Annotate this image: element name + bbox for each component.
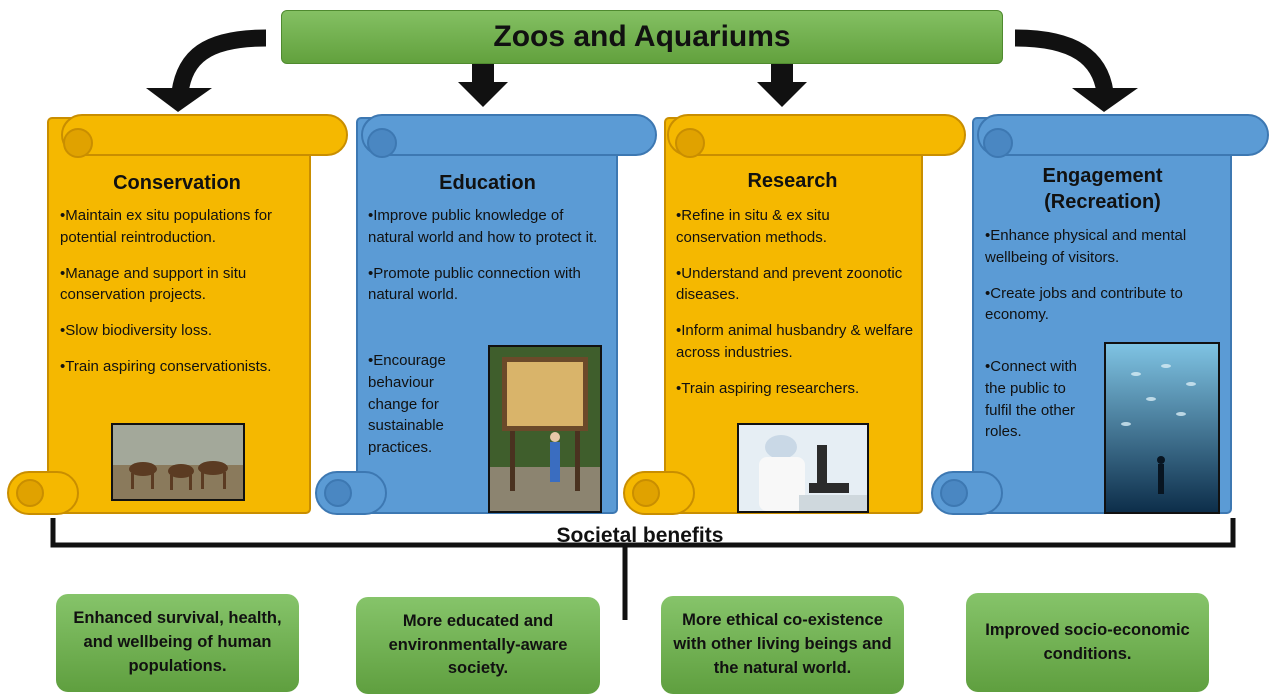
bullet: Slow biodiversity loss. bbox=[60, 320, 310, 342]
arrowhead-education bbox=[458, 82, 508, 107]
card-title-engagement: Engagement (Recreation) bbox=[990, 163, 1215, 215]
wild-horses-photo bbox=[111, 423, 245, 501]
curved-arrow-right bbox=[1014, 29, 1114, 94]
card-title-research: Research bbox=[747, 170, 838, 192]
bullet: Promote public connection with natural w… bbox=[368, 263, 613, 307]
card-title-education: Education bbox=[439, 172, 536, 194]
societal-benefits-label: Societal benefits bbox=[556, 524, 724, 547]
card-title-engagement-text: Engagement (Recreation) bbox=[1042, 165, 1163, 213]
arrowhead-research bbox=[757, 82, 807, 107]
zoo-signboard-photo bbox=[488, 345, 602, 513]
bullet: Refine in situ & ex situ conservation me… bbox=[676, 205, 916, 249]
arrowhead-left bbox=[146, 88, 212, 112]
card-title-conservation: Conservation bbox=[113, 172, 241, 194]
societal-benefits-brace bbox=[50, 518, 1236, 620]
outcome-educated-society: More educated and environmentally-aware … bbox=[356, 597, 600, 694]
zoos-aquariums-title: Zoos and Aquariums bbox=[281, 10, 1003, 64]
bullet: Improve public knowledge of natural worl… bbox=[368, 205, 613, 249]
bullet: Manage and support in situ conservation … bbox=[60, 263, 310, 307]
research-bullets: Refine in situ & ex situ conservation me… bbox=[676, 205, 916, 413]
bullet: Understand and prevent zoonotic diseases… bbox=[676, 263, 916, 307]
curved-arrow-left bbox=[171, 29, 267, 94]
bullet: Enhance physical and mental wellbeing of… bbox=[985, 225, 1225, 269]
education-bullets: Improve public knowledge of natural worl… bbox=[368, 205, 613, 320]
arrowhead-right bbox=[1072, 88, 1138, 112]
bullet: Train aspiring researchers. bbox=[676, 378, 916, 400]
education-bullets-extra: Encourage behaviour change for sustainab… bbox=[368, 350, 478, 473]
bullet: Maintain ex situ populations for potenti… bbox=[60, 205, 310, 249]
bullet: Create jobs and contribute to economy. bbox=[985, 283, 1225, 327]
bullet: Train aspiring conservationists. bbox=[60, 356, 310, 378]
outcome-socio-economic: Improved socio-economic conditions. bbox=[966, 593, 1209, 692]
bullet: Inform animal husbandry & welfare across… bbox=[676, 320, 916, 364]
bullet: Connect with the public to fulfil the ot… bbox=[985, 356, 1085, 443]
arrow-education-shaft bbox=[472, 64, 494, 84]
laboratory-microscope-photo bbox=[737, 423, 869, 513]
outcome-ethical-coexistence: More ethical co-existence with other liv… bbox=[661, 596, 904, 694]
engagement-bullets-extra: Connect with the public to fulfil the ot… bbox=[985, 356, 1085, 457]
arrow-research-shaft bbox=[771, 64, 793, 84]
engagement-bullets: Enhance physical and mental wellbeing of… bbox=[985, 225, 1225, 340]
conservation-bullets: Maintain ex situ populations for potenti… bbox=[60, 205, 310, 392]
bullet: Encourage behaviour change for sustainab… bbox=[368, 350, 478, 459]
aquarium-photo bbox=[1104, 342, 1220, 514]
outcome-human-wellbeing: Enhanced survival, health, and wellbeing… bbox=[56, 594, 299, 692]
